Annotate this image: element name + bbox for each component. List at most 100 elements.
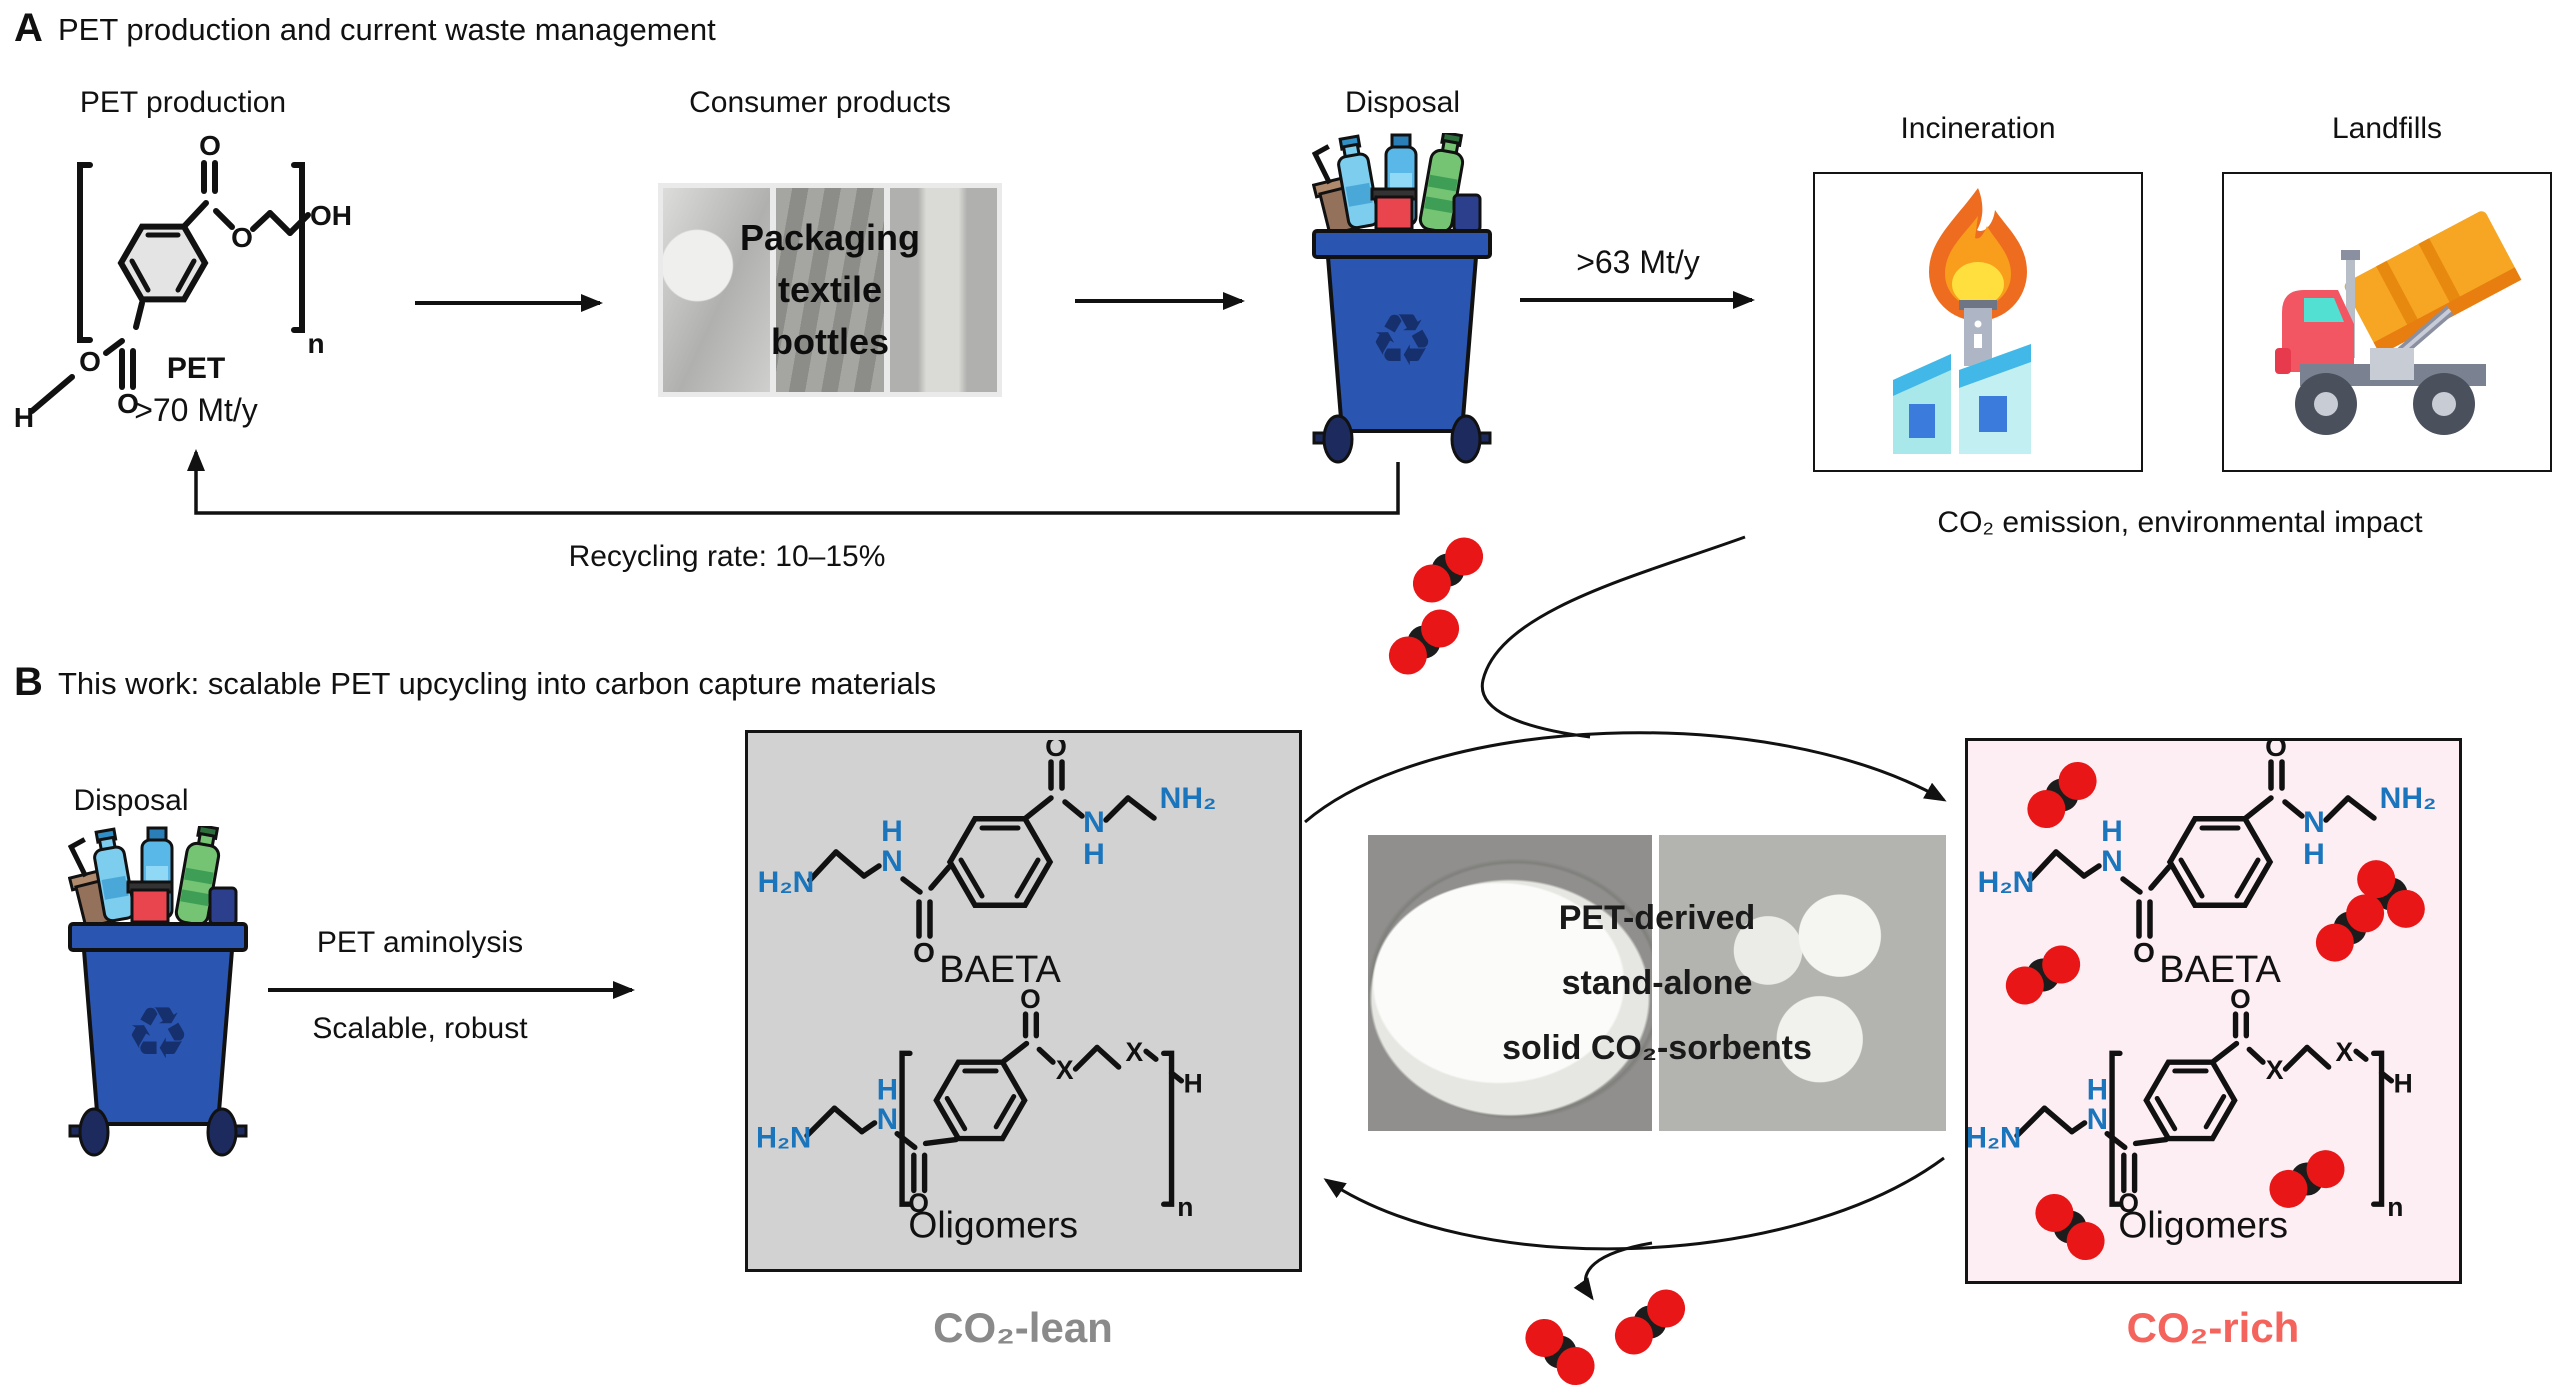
consumer-products-heading: Consumer products [689, 86, 951, 119]
sorbent-caption-line: stand-alone [1561, 963, 1753, 1002]
atom-o: O [2265, 740, 2287, 762]
truck-wheels [2295, 373, 2475, 435]
atom-h: H [2101, 815, 2123, 848]
atom-o: O [1020, 988, 1041, 1014]
atom-h: H [877, 1073, 898, 1106]
co2-rich-label: CO₂-rich [2126, 1304, 2300, 1351]
arrow-desorption [1323, 1156, 1945, 1251]
atom-n: N [1083, 806, 1105, 839]
panel-a-label: A [14, 6, 43, 50]
atom-h: H [2394, 1069, 2413, 1099]
atom-o: O [2118, 1188, 2139, 1218]
packaging-photo [663, 188, 771, 392]
recycle-symbol-icon: ♻ [1370, 301, 1435, 381]
sub-n: n [1177, 1192, 1193, 1222]
sorbent-caption-line: PET-derived [1558, 898, 1756, 937]
overlay-line: bottles [770, 321, 889, 362]
oligomers-label: Oligomers [2118, 1204, 2288, 1246]
atom-o: O [908, 1188, 929, 1218]
overlay-line: textile [777, 269, 883, 310]
recycling-caption: Recycling rate: 10–15% [568, 540, 886, 573]
red-cup-icon [1370, 187, 1418, 231]
atom-x: X [2266, 1055, 2284, 1085]
landfills-heading: Landfills [2331, 112, 2443, 145]
oligomers-label: Oligomers [908, 1204, 1078, 1246]
atom-h2n: H₂N [758, 866, 815, 899]
atom-n: N [2101, 845, 2123, 878]
oligomer-structure: H₂N H N O O X X H n Oligomers [758, 988, 1203, 1246]
pet-atom-o: O [231, 222, 253, 253]
truck-window [2304, 298, 2344, 322]
atom-h: H [2087, 1073, 2108, 1106]
disposal-heading-b: Disposal [73, 784, 189, 817]
panel-b-label: B [14, 660, 43, 704]
atom-nh2: NH₂ [1160, 782, 1217, 815]
powder-photo [1368, 835, 1652, 1131]
sorbent-caption-line: solid CO₂-sorbents [1502, 1028, 1812, 1067]
atom-n: N [877, 1103, 898, 1136]
overlay-line: Packaging [739, 217, 921, 258]
sorbent-photo: PET-derived stand-alone solid CO₂-sorben… [1368, 835, 1946, 1131]
atom-h: H [1184, 1069, 1203, 1099]
co2-molecule-icon [1381, 601, 1467, 683]
pet-production-heading: PET production [79, 86, 287, 119]
atom-x: X [2335, 1037, 2353, 1067]
textile-photo [776, 188, 884, 392]
atom-o: O [1045, 740, 1067, 762]
atom-h: H [881, 815, 903, 848]
consumer-products-overlay: Packaging textile bottles [658, 183, 1002, 397]
pet-name: PET [166, 352, 226, 385]
recycle-bin-icon: ♻ [1312, 133, 1492, 464]
co2-lean-label: CO₂-lean [933, 1304, 1113, 1351]
consumer-products-photo: Packaging textile bottles [658, 183, 1002, 397]
waste-rate: >63 Mt/y [1576, 244, 1700, 280]
pet-atom-o: O [117, 388, 139, 419]
pet-atom-o: O [199, 130, 221, 161]
panel-a-title: PET production and current waste managem… [58, 12, 716, 47]
atom-n: N [881, 845, 903, 878]
reaction-label-bottom: Scalable, robust [312, 1012, 528, 1045]
baeta-label: BAETA [939, 949, 1061, 990]
recycle-symbol-icon: ♻ [126, 994, 191, 1074]
reaction-label-top: PET aminolysis [316, 926, 524, 959]
atom-h: H [1083, 838, 1105, 871]
co2-inflow-curve [1480, 535, 1746, 739]
disposal-heading-a: Disposal [1344, 86, 1461, 119]
pet-rate: >70 Mt/y [134, 392, 258, 428]
co2-molecule-icon [1517, 1311, 1603, 1393]
pet-atom-oh: OH [310, 200, 352, 231]
bottle-photo [889, 188, 997, 392]
landfills-box [2222, 172, 2552, 472]
arrow-co2-release [1573, 1241, 1653, 1301]
atom-o: O [2133, 937, 2155, 968]
incineration-box [1813, 172, 2143, 472]
atom-o: O [913, 937, 935, 968]
panel-b-title: This work: scalable PET upcycling into c… [58, 666, 937, 701]
baeta-structure: H₂N H N N H NH₂ O O BAETA [758, 740, 1217, 990]
baeta-label: BAETA [2159, 949, 2281, 990]
pet-sub-n: n [307, 328, 324, 359]
sorbent-photo-overlay: PET-derived stand-alone solid CO₂-sorben… [1368, 835, 1946, 1131]
pellets-photo [1659, 835, 1946, 1131]
atom-n: N [2087, 1103, 2108, 1136]
atom-o: O [2230, 988, 2251, 1014]
pet-structure: H O O O O OH n [14, 130, 352, 433]
flame-icon [1929, 188, 2027, 321]
atom-h2n: H₂N [1978, 866, 2035, 899]
trash-item-icon [1452, 193, 1482, 233]
dump-truck-icon [2275, 211, 2522, 435]
atom-h2n: H₂N [1968, 1121, 2021, 1154]
sub-n: n [2387, 1192, 2403, 1222]
pet-atom-o: O [79, 346, 101, 377]
incineration-heading: Incineration [1900, 112, 2056, 145]
atom-nh2: NH₂ [2380, 782, 2437, 815]
pet-atom-h: H [14, 402, 34, 433]
oligomer-structure: H₂N H N O O X X H n Oligomers [1968, 988, 2413, 1246]
atom-n: N [2303, 806, 2325, 839]
arrow-adsorption [1304, 731, 1947, 824]
impact-caption: CO₂ emission, environmental impact [1937, 506, 2423, 539]
atom-x: X [1056, 1055, 1074, 1085]
factory-icon [1893, 300, 2031, 454]
tipper-bed [2344, 211, 2522, 355]
